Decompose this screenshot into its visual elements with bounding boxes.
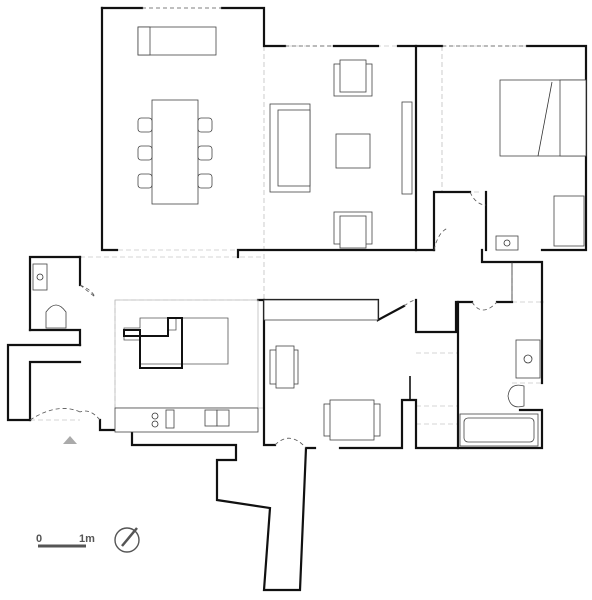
toilet bbox=[507, 384, 525, 408]
living-room bbox=[269, 59, 413, 249]
shower-tray bbox=[553, 195, 585, 247]
ensuite-door-swing[interactable] bbox=[469, 191, 487, 206]
dining-chair bbox=[137, 173, 153, 189]
doors bbox=[29, 7, 527, 449]
entry-door-swing-2[interactable] bbox=[79, 410, 101, 421]
hob-burner bbox=[151, 412, 159, 420]
dining-chair bbox=[197, 173, 213, 189]
kitchen-appliance bbox=[165, 409, 175, 429]
wall-unit bbox=[263, 299, 379, 321]
bathroom bbox=[459, 262, 541, 447]
bathroom-basin bbox=[515, 339, 541, 379]
basin-drain bbox=[503, 239, 511, 247]
scale-bar: 0 1m bbox=[36, 533, 95, 548]
compass-icon bbox=[114, 527, 140, 553]
armchair-seat bbox=[339, 215, 367, 249]
kitchen bbox=[114, 299, 259, 433]
toilet bbox=[45, 304, 67, 329]
west-wc bbox=[32, 263, 67, 329]
scale-end-label: 1m bbox=[79, 533, 95, 545]
dining-table bbox=[151, 99, 199, 205]
desk-chair bbox=[329, 399, 375, 441]
kitchen-counter bbox=[114, 407, 259, 433]
bedroom bbox=[495, 79, 587, 251]
corridor-door-swing[interactable] bbox=[403, 299, 417, 307]
scale-start-label: 0 bbox=[36, 533, 42, 545]
armchair-seat bbox=[275, 345, 295, 389]
kitchen-sink bbox=[216, 409, 230, 427]
kitchen-island bbox=[123, 317, 183, 369]
study-room bbox=[263, 299, 411, 441]
wc-door-swing[interactable] bbox=[79, 284, 96, 298]
media-console bbox=[401, 101, 413, 195]
sideboard-end bbox=[137, 26, 151, 56]
bathroom-basin-drain bbox=[523, 354, 533, 364]
coffee-table bbox=[335, 133, 371, 169]
dining-chair bbox=[197, 117, 213, 133]
kitchen-zone bbox=[114, 299, 259, 409]
armchair-seat bbox=[339, 59, 367, 93]
ensuite-basin bbox=[495, 235, 519, 251]
bathtub-inner bbox=[463, 417, 535, 443]
living-door-swing[interactable] bbox=[274, 437, 307, 449]
dining-chair bbox=[137, 145, 153, 161]
kitchen-sink bbox=[204, 409, 218, 427]
triangle-up-icon bbox=[63, 436, 77, 444]
wc-basin bbox=[32, 263, 48, 291]
hob-burner bbox=[151, 420, 159, 428]
bedroom-door-swing[interactable] bbox=[433, 227, 449, 251]
bed-cover-fold bbox=[537, 81, 553, 157]
bath-door-swing[interactable] bbox=[471, 301, 498, 311]
dining-room bbox=[137, 26, 217, 205]
sofa-seat bbox=[277, 109, 311, 187]
headboard-pillows bbox=[559, 79, 587, 157]
entry-door-swing[interactable] bbox=[29, 408, 81, 421]
walls bbox=[6, 6, 588, 592]
dining-chair bbox=[197, 145, 213, 161]
wc-basin-drain bbox=[36, 273, 44, 281]
dining-chair bbox=[137, 117, 153, 133]
